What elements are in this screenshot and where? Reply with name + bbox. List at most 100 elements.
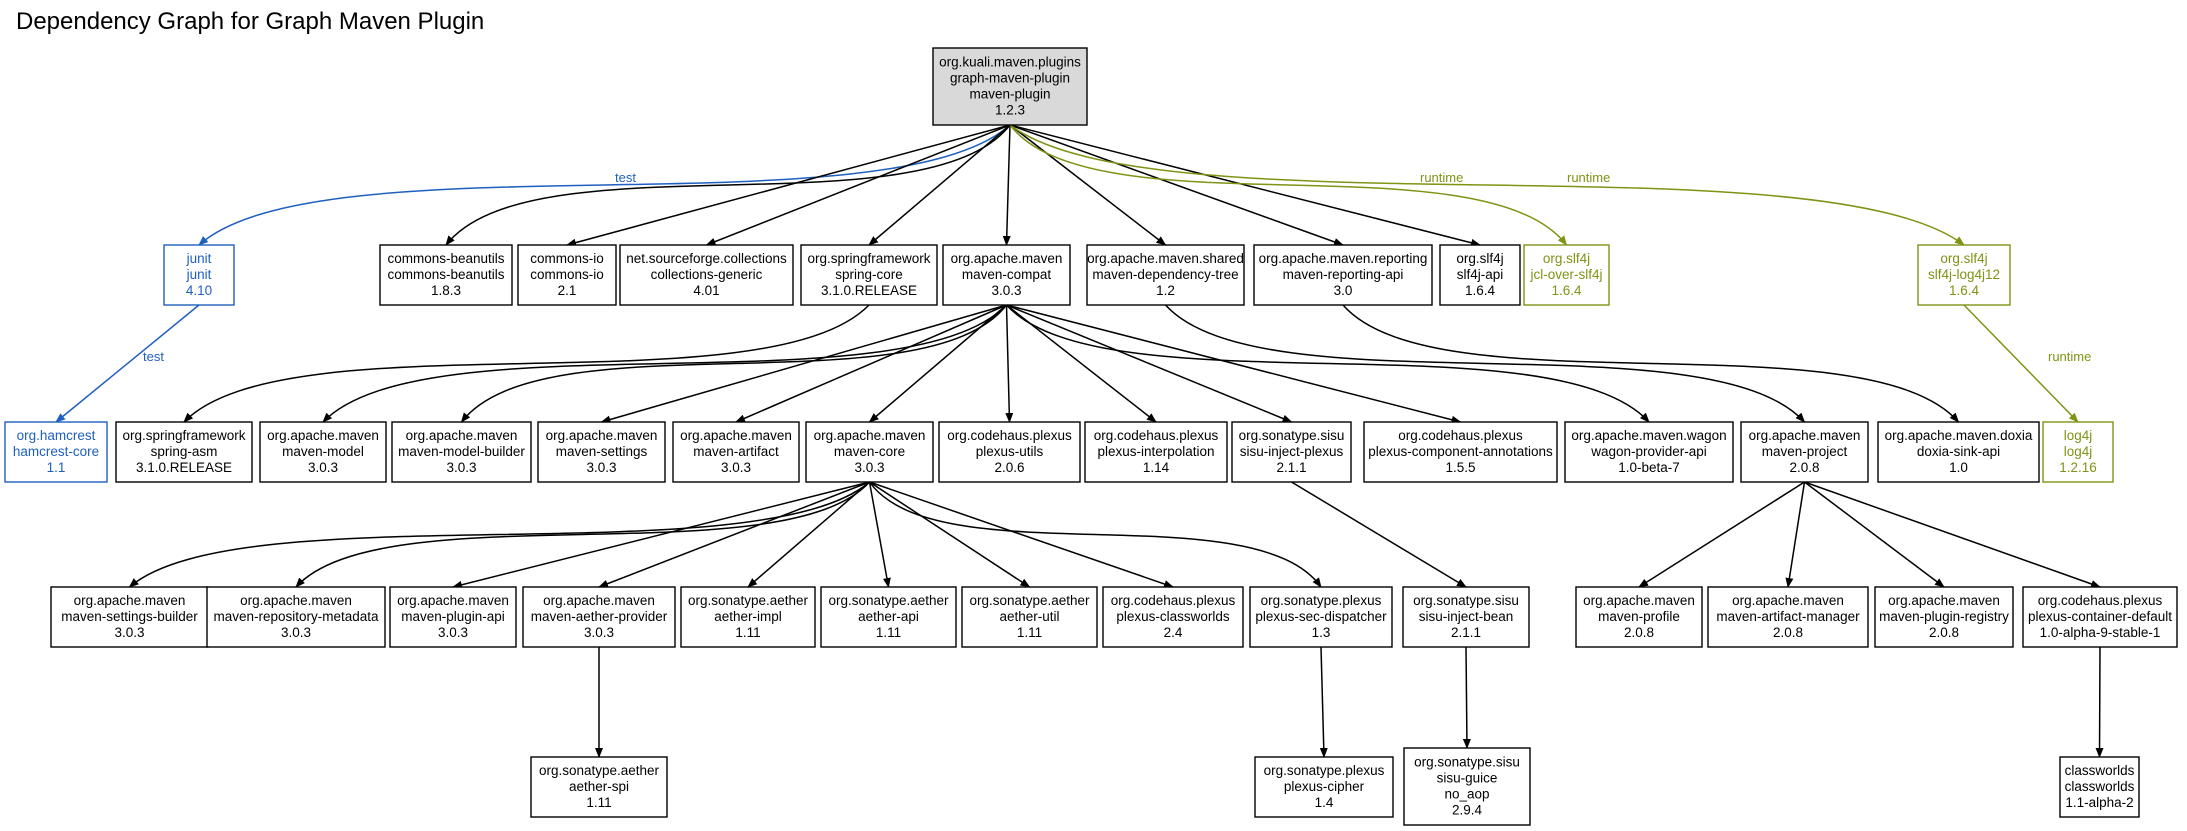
edge-root-to-junit: test: [198, 124, 1011, 246]
node-label-line: org.sonatype.sisu: [1414, 755, 1520, 770]
edge-line: [598, 481, 870, 588]
node-box: [391, 421, 532, 483]
edge-line: [868, 481, 1322, 588]
node-label-line: 2.1.1: [1451, 625, 1481, 640]
node-box: [517, 244, 617, 306]
node-label-line: org.apache.maven.doxia: [1885, 428, 2033, 443]
edge-maven-project-to-container-default: [1804, 481, 2101, 588]
node-label-line: maven-project: [1762, 444, 1848, 459]
node-box: [537, 421, 666, 483]
node-label-line: org.codehaus.plexus: [1094, 428, 1219, 443]
node-sec-dispatcher: org.sonatype.plexusplexus-sec-dispatcher…: [1249, 586, 1393, 648]
node-box: [1439, 244, 1521, 306]
node-label-line: org.apache.maven: [814, 428, 926, 443]
node-wagon-provider-api: org.apache.maven.wagonwagon-provider-api…: [1564, 421, 1734, 483]
node-label-line: maven-plugin: [969, 87, 1050, 102]
node-container-default: org.codehaus.plexusplexus-container-defa…: [2022, 586, 2178, 648]
edge-maven-compat-to-maven-model-builder: [460, 304, 1008, 423]
edge-line: [869, 481, 1174, 588]
edge-line: [1638, 481, 1805, 588]
edge-root-to-spring-core: [868, 124, 1011, 246]
node-box: [1254, 756, 1394, 818]
edge-maven-core-to-sec-dispatcher: [868, 481, 1322, 588]
node-spring-core: org.springframeworkspring-core3.1.0.RELE…: [800, 244, 938, 306]
node-box: [379, 244, 513, 306]
node-label-line: org.sonatype.aether: [969, 593, 1090, 608]
edge-line: [322, 304, 1008, 423]
edge-line: [2095, 646, 2104, 758]
node-label-line: 3.0.3: [446, 460, 476, 475]
node-label-line: slf4j-log4j12: [1928, 267, 2000, 282]
edge-maven-compat-to-sisu-inject-plexus: [1006, 304, 1293, 423]
node-label-line: org.springframework: [122, 428, 245, 443]
node-box: [522, 586, 676, 648]
node-label-line: org.springframework: [807, 251, 930, 266]
node-box: [4, 421, 108, 483]
node-label-line: org.kuali.maven.plugins: [939, 55, 1081, 70]
edge-maven-core-to-repository-metadata: [295, 481, 871, 588]
node-label-line: sisu-inject-bean: [1419, 609, 1514, 624]
node-box: [1102, 586, 1244, 648]
node-label-line: org.sonatype.plexus: [1261, 593, 1382, 608]
node-label-line: graph-maven-plugin: [950, 71, 1070, 86]
node-label-line: 3.1.0.RELEASE: [136, 460, 232, 475]
node-label-line: 2.0.8: [1929, 625, 1959, 640]
node-dependency-tree: org.apache.maven.sharedmaven-dependency-…: [1086, 244, 1245, 306]
node-box: [1707, 586, 1869, 648]
page-title: Dependency Graph for Graph Maven Plugin: [16, 8, 485, 35]
node-label-line: commons-io: [530, 267, 604, 282]
node-label-line: org.sonatype.plexus: [1264, 763, 1385, 778]
node-box: [1877, 421, 2040, 483]
node-label-line: classworlds: [2065, 763, 2135, 778]
node-label-line: spring-asm: [151, 444, 218, 459]
node-label-line: 1.0-alpha-9-stable-1: [2040, 625, 2161, 640]
edge-root-to-maven-compat: [1002, 124, 1011, 246]
edge-label: test: [143, 349, 164, 364]
node-label-line: org.apache.maven.reporting: [1259, 251, 1428, 266]
edge-sisu-inject-plexus-to-sisu-inject-bean: [1291, 481, 1467, 588]
node-label-line: 2.0.8: [1773, 625, 1803, 640]
edge-reporting-api-to-doxia-sink-api: [1342, 304, 1960, 423]
edge-maven-compat-to-wagon-provider-api: [1005, 304, 1650, 423]
node-label-line: plexus-cipher: [1284, 779, 1365, 794]
node-label-line: plexus-container-default: [2028, 609, 2172, 624]
node-label-line: 1.8.3: [431, 283, 461, 298]
edge-maven-core-to-settings-builder: [128, 481, 870, 588]
node-label-line: plexus-sec-dispatcher: [1255, 609, 1387, 624]
node-label-line: 1.11: [1017, 625, 1042, 640]
edge-label: test: [615, 170, 636, 185]
node-label-line: collections-generic: [651, 267, 763, 282]
node-label-line: 3.0.3: [991, 283, 1021, 298]
node-label-line: spring-core: [835, 267, 903, 282]
edge-slf4j-log4j12-to-log4j: runtime: [1963, 304, 2091, 423]
node-label-line: org.apache.maven: [680, 428, 792, 443]
node-label-line: maven-aether-provider: [531, 609, 668, 624]
node-box: [1084, 421, 1228, 483]
node-label-line: commons-beanutils: [387, 267, 504, 282]
edge-maven-core-to-aether-impl: [747, 481, 870, 588]
node-label-line: 2.4: [1164, 625, 1183, 640]
edge-maven-compat-to-plexus-component-annotations: [1006, 304, 1462, 424]
node-box: [2059, 756, 2140, 818]
edge-dependency-tree-to-maven-project: [1164, 304, 1806, 423]
edge-root-to-beanutils: [445, 124, 1011, 246]
node-label-line: maven-settings-builder: [61, 609, 198, 624]
node-box: [1249, 586, 1393, 648]
node-label-line: org.codehaus.plexus: [2038, 593, 2163, 608]
node-label-line: maven-plugin-api: [401, 609, 505, 624]
